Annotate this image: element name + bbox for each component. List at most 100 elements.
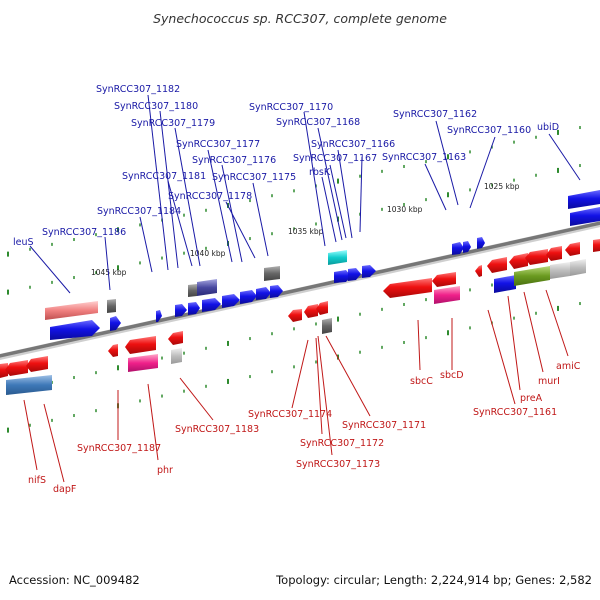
- gene-arrow[interactable]: [202, 298, 221, 312]
- gene-arrow[interactable]: [108, 344, 118, 357]
- gene-label[interactable]: dapF: [53, 484, 76, 495]
- gene-label[interactable]: SynRCC307_1182: [96, 84, 180, 95]
- gene-label[interactable]: nifS: [28, 475, 46, 486]
- gene-arrow[interactable]: [568, 190, 600, 209]
- scale-label: 1040 kbp: [190, 249, 226, 258]
- gene-arrow[interactable]: [565, 242, 580, 256]
- gene-arrow[interactable]: [270, 285, 283, 298]
- gene-label[interactable]: SynRCC307_1187: [77, 443, 161, 454]
- gene-label[interactable]: SynRCC307_1163: [382, 152, 466, 163]
- gene-label[interactable]: SynRCC307_1175: [212, 172, 296, 183]
- gene-label[interactable]: SynRCC307_1166: [311, 139, 395, 150]
- gene-arrow[interactable]: [0, 363, 8, 378]
- gene-arrow[interactable]: [222, 294, 240, 308]
- gene-label[interactable]: SynRCC307_1161: [473, 407, 557, 418]
- gene-block-pink[interactable]: [434, 286, 460, 304]
- gene-arrow[interactable]: [362, 265, 376, 278]
- scale-label: 1035 kbp: [288, 227, 324, 236]
- gene-arrow[interactable]: [463, 241, 471, 253]
- gene-arrow[interactable]: [316, 301, 328, 315]
- top-gene-labels: SynRCC307_1182 SynRCC307_1180 SynRCC307_…: [13, 84, 559, 248]
- scale-label: 1030 kbp: [387, 205, 423, 214]
- gene-arrow[interactable]: [50, 320, 100, 340]
- gene-label[interactable]: ubiD: [537, 122, 559, 133]
- gene-label[interactable]: SynRCC307_1173: [296, 459, 380, 470]
- gene-arrow[interactable]: [509, 253, 528, 269]
- gene-label[interactable]: SynRCC307_1180: [114, 101, 198, 112]
- gene-block-purple[interactable]: [197, 279, 217, 296]
- gene-label[interactable]: amiC: [556, 361, 581, 372]
- gene-arrow[interactable]: [125, 336, 156, 354]
- gene-arrow[interactable]: [175, 304, 187, 317]
- gene-block-lgray[interactable]: [550, 262, 570, 279]
- gene-arrow[interactable]: [525, 249, 548, 265]
- reverse-strand-genes: [0, 239, 600, 395]
- gene-arrow[interactable]: [288, 309, 302, 322]
- gene-arrow[interactable]: [188, 302, 200, 315]
- gene-label[interactable]: SynRCC307_1168: [276, 117, 360, 128]
- gene-arrow[interactable]: [432, 272, 456, 287]
- scale-label: 1025 kbp: [484, 182, 520, 191]
- gene-label[interactable]: SynRCC307_1181: [122, 171, 206, 182]
- gene-arrow[interactable]: [477, 237, 485, 249]
- gene-block-cyan[interactable]: [328, 250, 347, 265]
- gene-arrow[interactable]: [487, 257, 507, 273]
- gene-label[interactable]: SynRCC307_1176: [192, 155, 276, 166]
- gene-arrow[interactable]: [26, 356, 48, 372]
- gene-arrow[interactable]: [348, 268, 361, 281]
- gene-arrow[interactable]: [570, 207, 600, 226]
- gene-block-olive[interactable]: [514, 266, 550, 286]
- gene-block-lgray[interactable]: [171, 348, 182, 364]
- bottom-gene-labels: nifS dapF SynRCC307_1187 phr SynRCC307_1…: [28, 361, 581, 495]
- gene-arrow[interactable]: [452, 242, 464, 255]
- gene-label[interactable]: SynRCC307_1170: [249, 102, 333, 113]
- gene-label[interactable]: SynRCC307_1174: [248, 409, 332, 420]
- gene-block-salmon[interactable]: [45, 301, 98, 320]
- gene-block-pink[interactable]: [128, 354, 158, 372]
- gene-label[interactable]: SynRCC307_1184: [97, 206, 181, 217]
- gene-arrow[interactable]: [240, 290, 257, 304]
- bottom-leader-lines: [23, 289, 569, 483]
- gene-arrow[interactable]: [168, 331, 183, 345]
- gene-label[interactable]: SynRCC307_1171: [342, 420, 426, 431]
- gene-label[interactable]: leuS: [13, 237, 34, 248]
- gene-label[interactable]: SynRCC307_1183: [175, 424, 259, 435]
- gene-arrow[interactable]: [546, 246, 562, 261]
- gene-arrow[interactable]: [5, 360, 28, 376]
- map-title: Synechococcus sp. RCC307, complete genom…: [153, 11, 447, 26]
- gene-arrow[interactable]: [304, 304, 318, 318]
- gene-arrow[interactable]: [475, 265, 482, 277]
- gene-arrow[interactable]: [383, 278, 432, 298]
- gene-label[interactable]: sbcD: [440, 370, 464, 381]
- gene-label[interactable]: phr: [157, 465, 173, 476]
- gene-label[interactable]: murI: [538, 376, 560, 387]
- gene-label[interactable]: SynRCC307_1162: [393, 109, 477, 120]
- gene-arrow[interactable]: [593, 239, 600, 252]
- gene-label[interactable]: SynRCC307_1179: [131, 118, 215, 129]
- gene-block-gray[interactable]: [322, 318, 332, 334]
- gene-label[interactable]: rbsK: [309, 167, 331, 178]
- gene-arrow[interactable]: [110, 316, 121, 331]
- gene-block-gray[interactable]: [264, 266, 280, 281]
- gene-label[interactable]: SynRCC307_1172: [300, 438, 384, 449]
- gene-label[interactable]: SynRCC307_1160: [447, 125, 531, 136]
- gene-block-lgray[interactable]: [570, 259, 586, 276]
- topology-summary-text: Topology: circular; Length: 2,224,914 bp…: [276, 573, 592, 587]
- top-leader-lines: [29, 94, 581, 294]
- gene-arrow[interactable]: [156, 310, 162, 322]
- gene-label[interactable]: sbcC: [410, 376, 433, 387]
- gene-label[interactable]: preA: [520, 393, 543, 404]
- genome-backbone: [0, 221, 600, 360]
- accession-text: Accession: NC_009482: [9, 573, 140, 587]
- gene-block-gray[interactable]: [107, 299, 116, 313]
- gene-block-steel[interactable]: [6, 375, 52, 395]
- gene-label[interactable]: SynRCC307_1177: [176, 139, 260, 150]
- gene-block-gray[interactable]: [188, 284, 197, 297]
- gene-label[interactable]: SynRCC307_1178: [168, 191, 252, 202]
- gene-label[interactable]: SynRCC307_1186: [42, 227, 126, 238]
- gene-arrow[interactable]: [334, 270, 351, 283]
- gene-arrow[interactable]: [256, 287, 271, 300]
- gene-label[interactable]: SynRCC307_1167: [293, 153, 377, 164]
- gene-arrow[interactable]: [494, 275, 516, 293]
